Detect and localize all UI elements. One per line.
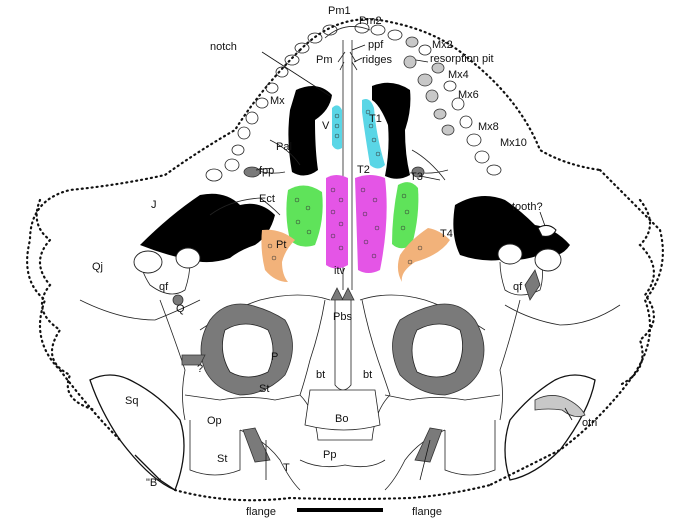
label-mx6: Mx6: [458, 89, 479, 101]
t3-left-field: [286, 185, 322, 246]
label-b: "B": [146, 477, 161, 489]
label-pm1: Pm1: [328, 5, 351, 17]
label-t4: T4: [440, 228, 453, 240]
label-t3: T3: [410, 171, 423, 183]
label-qf-right: qf: [513, 281, 523, 293]
label-mx2: Mx2: [432, 39, 453, 51]
t4-left-field: [261, 230, 295, 282]
t3-right-field: [392, 182, 418, 248]
label-bt-right: bt: [363, 369, 372, 381]
label-notch: notch: [210, 41, 237, 53]
label-pt: Pt: [276, 239, 286, 251]
label-pm: Pm: [316, 54, 333, 66]
label-mx: Mx: [270, 95, 285, 107]
label-bt-left: bt: [316, 369, 325, 381]
t2-right-field: [355, 175, 387, 273]
label-v: V: [322, 120, 330, 132]
label-qj: Qj: [92, 261, 103, 273]
label-resorption-pit: resorption pit: [430, 53, 494, 65]
label-op: Op: [207, 415, 222, 427]
label-ect: Ect: [259, 193, 275, 205]
label-mx8: Mx8: [478, 121, 499, 133]
label-st-upper: St: [259, 383, 269, 395]
label-bo: Bo: [335, 413, 348, 425]
label-pal: Pal: [276, 141, 292, 153]
label-flange-left: flange: [246, 506, 276, 518]
label-p: P: [271, 351, 278, 363]
label-t1: T1: [369, 113, 382, 125]
palatal-vacuities: [140, 83, 570, 262]
label-pp: Pp: [323, 449, 336, 461]
label-flange-right: flange: [412, 506, 442, 518]
label-qf-left: qf: [159, 281, 169, 293]
label-otn: otn: [582, 417, 597, 429]
label-fpp: fpp: [259, 165, 274, 177]
label-st-lower: St: [217, 453, 227, 465]
label-ppf: ppf: [368, 39, 384, 51]
label-mx10: Mx10: [500, 137, 527, 149]
label-j: J: [151, 199, 157, 211]
label-t2: T2: [357, 164, 370, 176]
label-mx4: Mx4: [448, 69, 469, 81]
label-pbs: Pbs: [333, 311, 352, 323]
label-tooth: tooth?: [512, 201, 543, 213]
label-sq: Sq: [125, 395, 138, 407]
t2-left-field: [326, 175, 348, 269]
t1-left-field: [332, 105, 342, 149]
label-question: ?: [197, 363, 203, 375]
label-ridges: ridges: [362, 54, 392, 66]
label-q: Q: [176, 303, 185, 315]
label-t: T: [283, 462, 290, 474]
label-pm2: Pm2: [359, 15, 382, 27]
label-itv: itv: [334, 265, 346, 277]
inner-white-structures: [134, 244, 561, 430]
